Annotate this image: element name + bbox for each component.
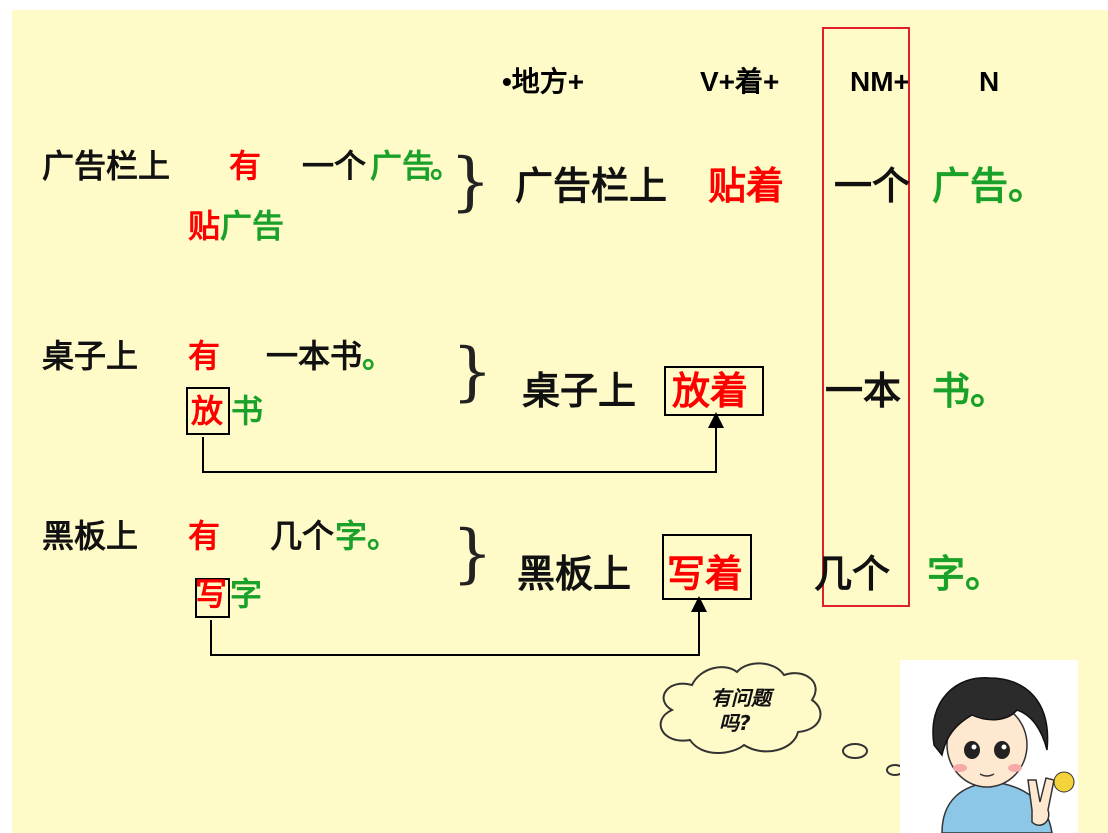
nm-column-highlight [822,27,910,607]
row1-right-noun: 广告。 [932,164,1047,208]
row3-right-place: 黑板上 [517,552,632,596]
row3-place: 黑板上 [42,517,139,555]
row2-right-verb: 放着 [672,369,749,413]
row1-right-place: 广告栏上 [515,164,668,208]
row1-period: 。 [430,147,463,185]
row1-right-verb: 贴着 [708,164,785,208]
bubble-line2: 吗? [719,711,751,735]
row2-verb-you: 有 [188,337,221,375]
row1-noun-alt: 广告 [220,207,285,245]
row3-arrow [210,596,707,656]
row2-brace: } [452,335,493,409]
row2-verb-alt-box [186,387,230,435]
row3-verb-you: 有 [188,517,221,555]
row3-right-nm: 几个 [814,552,891,596]
row2-period: 。 [362,337,395,375]
header-nm: NM+ [850,66,910,97]
row2-right-place: 桌子上 [522,369,637,413]
boy-illustration [900,660,1078,833]
row2-place: 桌子上 [42,337,139,375]
row2-noun-alt: 书 [231,392,264,430]
row3-verb-alt-box [195,578,230,618]
slide: •地方+ V+着+ NM+ N 广告栏上 有 一个 广告 。 贴 广告 } 广告… [12,10,1108,833]
row2-right-noun: 书。 [932,369,1009,413]
row2-nm: 一本书 [266,337,363,375]
row3-right-verb: 写着 [667,552,744,596]
header-noun: N [979,66,1000,97]
row3-brace: } [452,517,493,591]
row1-noun: 广告 [370,147,435,185]
row3-right-verb-box [662,534,752,600]
row3-noun-alt: 字 [230,575,263,613]
bubble-line1: 有问题 [711,686,771,710]
row1-right-nm: 一个 [834,164,911,208]
row1-verb-alt: 贴 [188,207,221,245]
header-verb-zhe: V+着+ [700,66,780,97]
connector-lines [202,412,1078,833]
header-place: •地方+ [502,66,585,97]
row1-verb-you: 有 [229,147,262,185]
row3-noun: 字。 [335,517,400,555]
row3-nm: 几个 [270,517,335,555]
row2-arrow [202,412,724,473]
row3-verb-alt: 写 [195,575,228,613]
row1-place: 广告栏上 [42,147,171,185]
row1-brace: } [450,145,491,219]
row2-verb-alt: 放 [191,392,224,430]
row3-right-noun: 字。 [927,552,1004,596]
thought-bubble [659,662,904,776]
row2-right-nm: 一本 [825,369,902,413]
row1-nm: 一个 [302,147,367,185]
